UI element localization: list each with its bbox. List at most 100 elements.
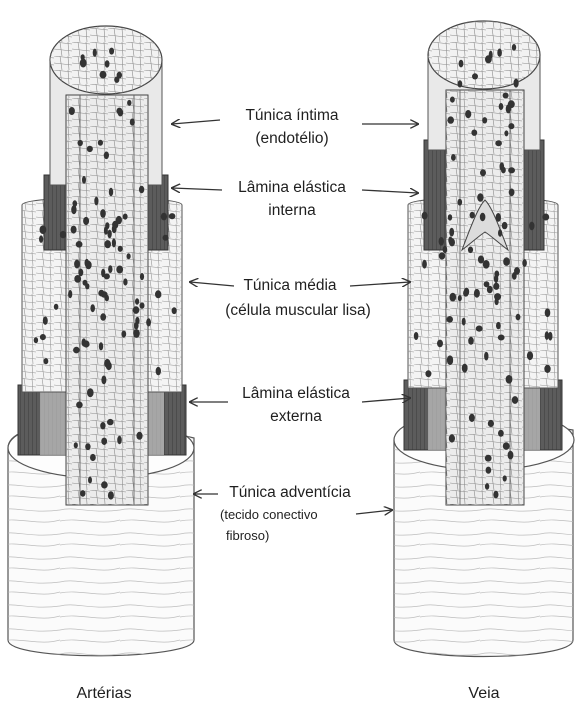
cell-nucleus (448, 237, 452, 245)
cell-nucleus (118, 246, 123, 252)
cell-nucleus (44, 358, 49, 364)
cell-nucleus (83, 217, 89, 225)
cell-nucleus (439, 237, 444, 246)
cell-nucleus (81, 54, 85, 60)
cell-nucleus (98, 140, 103, 146)
cell-nucleus (498, 430, 504, 437)
cell-nucleus (478, 256, 484, 264)
cell-nucleus (469, 414, 475, 422)
cell-nucleus (503, 93, 509, 99)
cell-nucleus (485, 55, 492, 63)
cell-nucleus (497, 49, 502, 57)
cell-nucleus (117, 436, 122, 444)
cell-nucleus (100, 422, 105, 429)
cell-nucleus (447, 116, 454, 123)
label-tunica-intima-line1: Túnica íntima (245, 107, 338, 124)
cell-nucleus (40, 225, 47, 234)
label-lamina-externa-line2: externa (270, 408, 322, 425)
cell-nucleus (508, 100, 515, 108)
cell-nucleus (512, 396, 518, 404)
cell-nucleus (529, 222, 534, 231)
cell-nucleus (140, 302, 145, 308)
cell-nucleus (495, 298, 499, 305)
cell-nucleus (85, 283, 89, 289)
cell-nucleus (93, 49, 97, 57)
cell-nucleus (425, 370, 431, 377)
cell-nucleus (69, 107, 75, 115)
cell-nucleus (87, 388, 94, 397)
cell-nucleus (71, 226, 77, 234)
cell-nucleus (60, 231, 66, 238)
cell-nucleus (462, 364, 468, 373)
label-lamina-interna-line2: interna (268, 202, 316, 219)
cell-nucleus (459, 60, 464, 68)
cell-nucleus (494, 274, 498, 283)
cell-nucleus (100, 313, 106, 321)
cell-nucleus (468, 337, 474, 345)
label-lamina-externa-line1: Lâmina elástica (242, 385, 350, 402)
label-tunica-intima-line2: (endotélio) (255, 130, 328, 147)
cell-nucleus (163, 235, 169, 241)
cell-nucleus (127, 253, 131, 259)
cell-nucleus (123, 214, 128, 220)
cell-nucleus (488, 420, 494, 427)
cell-nucleus (99, 342, 103, 350)
cell-nucleus (172, 307, 177, 314)
label-tunica-media-line1: Túnica média (243, 277, 336, 294)
cell-nucleus (458, 80, 463, 87)
cell-nucleus (508, 167, 515, 173)
cell-nucleus (90, 454, 96, 461)
cell-nucleus (109, 188, 113, 196)
cell-nucleus (107, 230, 111, 239)
arrow-media-left (190, 282, 234, 286)
cell-nucleus (101, 291, 108, 297)
cell-nucleus (509, 189, 515, 197)
cell-nucleus (545, 308, 551, 317)
cell-nucleus (85, 259, 90, 267)
cell-nucleus (100, 209, 106, 218)
cell-nucleus (169, 213, 176, 219)
cell-nucleus (476, 326, 483, 332)
arrow-adventicia-right (356, 510, 392, 514)
cell-nucleus (139, 186, 144, 193)
cell-nucleus (121, 331, 126, 338)
cell-nucleus (484, 352, 488, 361)
cell-nucleus (483, 260, 490, 269)
artery-illustration (8, 26, 194, 656)
cell-nucleus (477, 193, 483, 202)
cell-nucleus (71, 205, 76, 214)
cell-nucleus (127, 100, 131, 106)
arrow-lamina-interna-left (172, 188, 222, 190)
cell-nucleus (485, 455, 492, 462)
cell-nucleus (76, 402, 83, 409)
cell-nucleus (448, 214, 452, 220)
cell-nucleus (109, 48, 114, 55)
cell-nucleus (414, 332, 419, 340)
cell-nucleus (104, 273, 110, 279)
cell-nucleus (108, 265, 112, 273)
label-tunica-media: Túnica média (célula muscular lisa) (190, 277, 410, 319)
cell-nucleus (480, 169, 486, 176)
cell-nucleus (451, 154, 456, 161)
cell-nucleus (496, 322, 501, 329)
cell-nucleus (450, 97, 455, 103)
cell-nucleus (156, 367, 161, 375)
cell-nucleus (486, 467, 492, 474)
cell-nucleus (104, 240, 111, 248)
cell-nucleus (449, 434, 455, 442)
cell-nucleus (133, 329, 140, 338)
cell-nucleus (43, 317, 48, 325)
cell-nucleus (105, 60, 110, 67)
label-tunica-intima: Túnica íntima (endotélio) (172, 107, 418, 147)
cell-nucleus (514, 267, 520, 275)
cell-nucleus (472, 73, 478, 79)
cell-nucleus (74, 260, 80, 269)
cell-nucleus (498, 335, 505, 341)
cell-nucleus (506, 375, 513, 384)
cell-nucleus (463, 290, 468, 297)
cell-nucleus (78, 269, 83, 277)
vein-lumen-cutaway (446, 90, 524, 505)
cell-nucleus (101, 438, 107, 445)
cell-nucleus (90, 304, 95, 312)
